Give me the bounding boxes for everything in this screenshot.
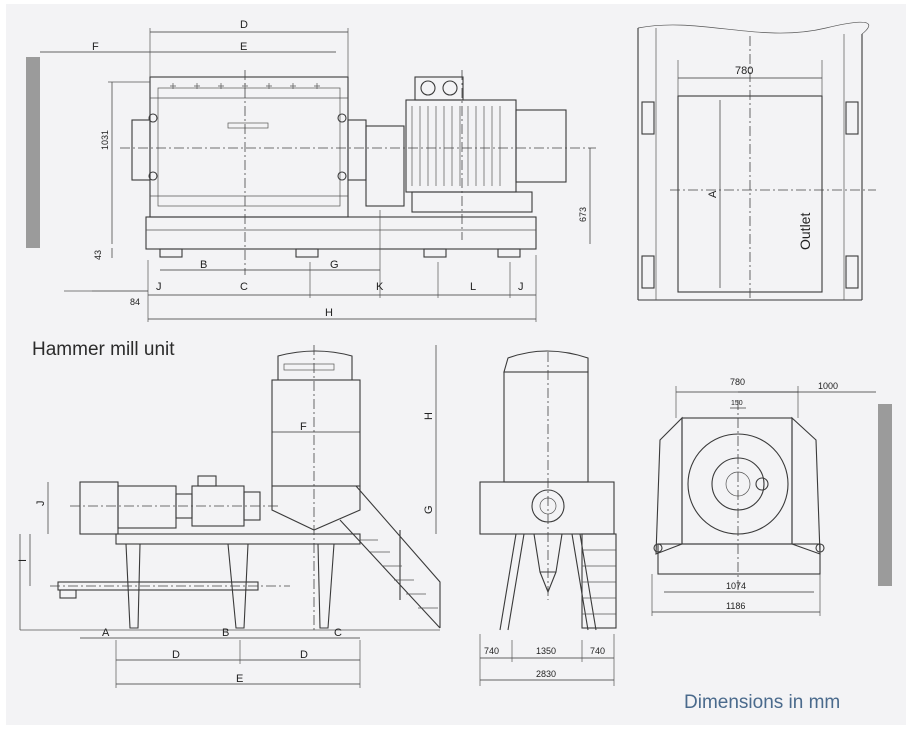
plant-dim-f: F [300, 421, 307, 433]
mill-dim-1074: 1074 [726, 581, 746, 591]
dim-label-d: D [240, 19, 248, 31]
dim-label-b: B [200, 259, 207, 271]
mill-dim-1000: 1000 [818, 381, 838, 391]
plant-dim-j: J [35, 501, 47, 507]
hammer-mill-caption: Hammer mill unit [32, 339, 175, 360]
mill-dim-150: 150 [731, 400, 743, 407]
plant-dim-c: C [334, 627, 342, 639]
front-dim-740-left: 740 [484, 646, 499, 656]
mill-front-view [651, 386, 892, 616]
mill-dim-780: 780 [730, 377, 745, 387]
units-note: Dimensions in mm [684, 692, 840, 713]
plant-dim-a: A [102, 627, 110, 639]
front-dim-1350: 1350 [536, 646, 556, 656]
plant-dim-i: I [17, 559, 29, 562]
plant-side-view [19, 345, 441, 688]
dim-label-c: C [240, 281, 248, 293]
mill-dim-1186: 1186 [726, 601, 745, 611]
dim-label-e: E [240, 41, 247, 53]
bottom-left-labels: F H J G I A B C D D E [17, 412, 435, 685]
dim-label-g: G [330, 259, 339, 271]
plant-dim-d-left: D [172, 649, 180, 661]
bottom-right-labels: 780 1000 150 1074 1186 [726, 377, 838, 611]
plant-dim-h: H [423, 412, 435, 420]
plant-dim-d-right: D [300, 649, 308, 661]
plant-front-view [479, 350, 617, 686]
plant-dim-e: E [236, 673, 243, 685]
hammer-mill-side-view [26, 28, 596, 322]
top-right-labels: 780 A Outlet [707, 65, 813, 250]
dim-label-h: H [325, 307, 333, 319]
outlet-label: Outlet [797, 213, 813, 250]
outlet-plan-view [637, 21, 876, 301]
front-dim-740-right: 740 [590, 646, 605, 656]
outlet-width-value: 780 [735, 65, 753, 77]
dim-value-673: 673 [578, 207, 588, 222]
dim-label-j-left: J [156, 281, 162, 293]
dim-label-f: F [92, 41, 99, 53]
plant-dim-g: G [423, 505, 435, 514]
background-panel [6, 4, 906, 725]
wall-hatch-right [878, 404, 892, 586]
dim-value-1031: 1031 [100, 130, 110, 150]
dim-label-j-right: J [518, 281, 524, 293]
top-left-labels: D E F B G J C K L J H 1031 673 43 84 [92, 19, 588, 319]
plant-dim-b: B [222, 627, 229, 639]
dim-label-l: L [470, 281, 476, 293]
dim-value-43: 43 [93, 250, 103, 260]
dim-value-84: 84 [130, 297, 140, 307]
dim-label-k: K [376, 281, 384, 293]
front-dim-2830: 2830 [536, 669, 556, 679]
wall-hatch-left [26, 57, 40, 248]
outlet-dim-a: A [707, 190, 719, 198]
bottom-mid-labels: 740 1350 740 2830 [484, 646, 605, 679]
